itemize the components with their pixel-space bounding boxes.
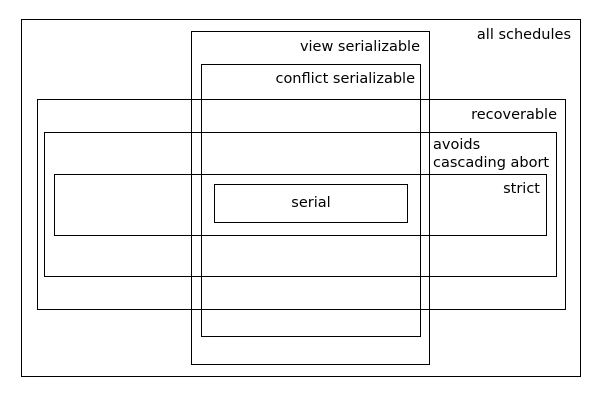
region-label-avoids-cascading-abort: avoids cascading abort xyxy=(433,137,550,171)
region-strict xyxy=(54,174,547,236)
region-conflict-serializable xyxy=(201,64,421,337)
region-label-conflict-serializable: conflict serializable xyxy=(275,71,415,87)
region-view-serializable xyxy=(191,31,430,365)
region-avoids-cascading-abort xyxy=(44,132,557,277)
region-label-recoverable: recoverable xyxy=(471,107,557,123)
region-all-schedules xyxy=(21,19,581,377)
region-serial xyxy=(214,184,408,223)
region-label-view-serializable: view serializable xyxy=(299,39,420,55)
region-label-all-schedules: all schedules xyxy=(476,27,571,43)
region-label-serial: serial xyxy=(291,195,331,211)
region-label-strict: strict xyxy=(503,181,540,197)
region-recoverable xyxy=(37,99,566,310)
